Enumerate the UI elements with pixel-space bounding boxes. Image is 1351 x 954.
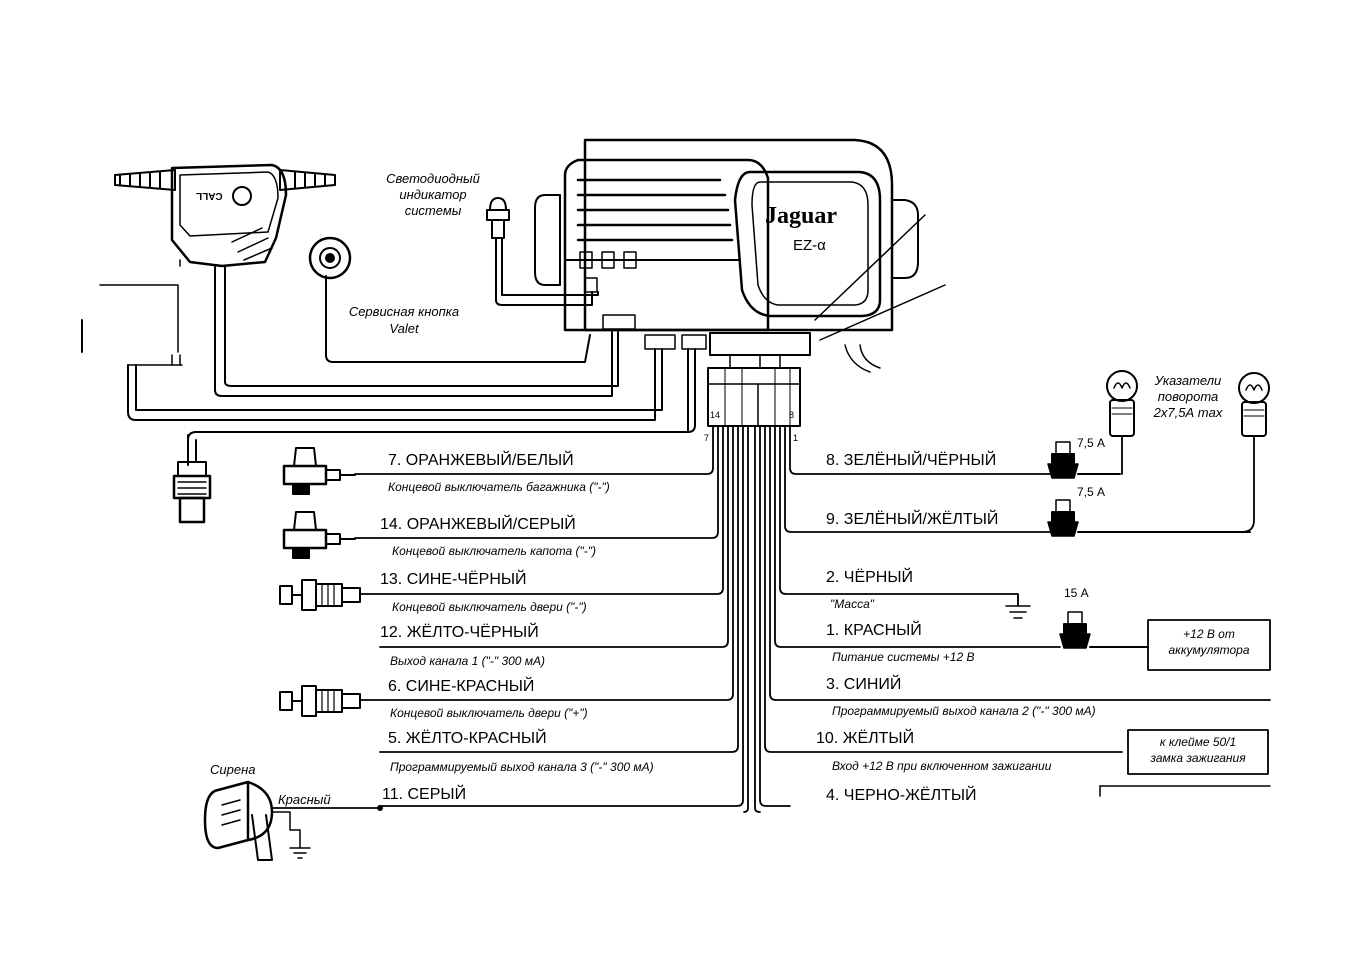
fuse-3 [1059,611,1149,649]
pin-14: 14 [710,410,721,420]
wire-11-name: 11. СЕРЫЙ [382,786,467,803]
turn-caption: Указатели поворота 2х7,5А max [1153,373,1223,420]
antenna-connector [172,461,212,524]
wire-9-name: 9. ЗЕЛЁНЫЙ/ЖЁЛТЫЙ [826,511,999,528]
valet-caption: Сервисная кнопка Valet [348,304,460,336]
wire-14-note: Концевой выключатель капота ("-") [392,544,597,558]
fuse-2 [1047,499,1251,537]
wire-10-note: Вход +12 В при включенном зажигании [832,759,1052,773]
wire-13-name: 13. СИНЕ-ЧЁРНЫЙ [380,571,527,588]
wire-5-note: Программируемый выход канала 3 ("-" 300 … [390,760,654,774]
ignition-box [1127,729,1269,775]
model-label: EZ-α [793,237,826,254]
wire-14-name: 14. ОРАНЖЕВЫЙ/СЕРЫЙ [380,516,576,533]
wire-10-name: 10. ЖЁЛТЫЙ [816,730,915,747]
wire-7-note: Концевой выключатель багажника ("-") [388,480,610,494]
remote-call-label: CALL [196,190,223,201]
fuse-3-rating: 15 А [1064,586,1089,600]
wire-3-note: Программируемый выход канала 2 ("-" 300 … [832,704,1096,718]
door-switch-minus [279,579,361,611]
wire-3-name: 3. СИНИЙ [826,676,902,693]
wire-12-note: Выход канала 1 ("-" 300 мА) [390,654,546,668]
harness-connector [707,354,801,427]
wire-4-name: 4. ЧЕРНО-ЖЁЛТЫЙ [826,787,977,804]
wire-6-note: Концевой выключатель двери ("+") [390,706,588,720]
left-wires [354,425,749,813]
ignition-box-text: к клейме 50/1 замка зажигания [1150,735,1246,765]
right-wires [754,425,1271,813]
pin-7: 7 [704,433,710,443]
fuse-2-rating: 7,5 А [1077,485,1106,499]
door-switch-plus [279,685,361,717]
siren-caption: Сирена [210,762,256,777]
fuse-1 [1047,441,1121,479]
battery-box [1147,619,1271,671]
ground-symbol [1005,593,1031,619]
wire-7-name: 7. ОРАНЖЕВЫЙ/БЕЛЫЙ [388,452,574,469]
wire-5-name: 5. ЖЁЛТО-КРАСНЫЙ [388,730,547,747]
wire-8-name: 8. ЗЕЛЁНЫЙ/ЧЁРНЫЙ [826,452,997,469]
pin-8: 8 [789,410,795,420]
battery-box-text: +12 В от аккумулятора [1168,627,1250,657]
led-caption: Светодиодный индикатор системы [386,171,480,218]
bulb-left [1106,370,1138,475]
hood-switch [282,511,356,559]
valet-button [308,236,591,363]
wire-1-note: Питание системы +12 В [832,650,975,664]
wire-13-note: Концевой выключатель двери ("-") [392,600,587,614]
remote-antenna [114,163,336,391]
led-indicator [486,197,599,306]
wire-6-name: 6. СИНЕ-КРАСНЫЙ [388,678,535,695]
siren-wire-caption: Красный [278,792,331,807]
trunk-switch [282,447,356,495]
wire-1-name: 1. КРАСНЫЙ [826,622,922,639]
brand-label: Jaguar [765,203,837,229]
pin-1: 1 [793,433,799,443]
wire-2-name: 2. ЧЁРНЫЙ [826,569,914,586]
siren [203,780,383,861]
bulb-right [1238,372,1270,533]
control-unit [534,138,946,373]
fuse-1-rating: 7,5 А [1077,436,1106,450]
unit-cables [81,284,696,466]
wire-12-name: 12. ЖЁЛТО-ЧЁРНЫЙ [380,624,539,641]
wire-2-note: "Масса" [830,597,874,611]
